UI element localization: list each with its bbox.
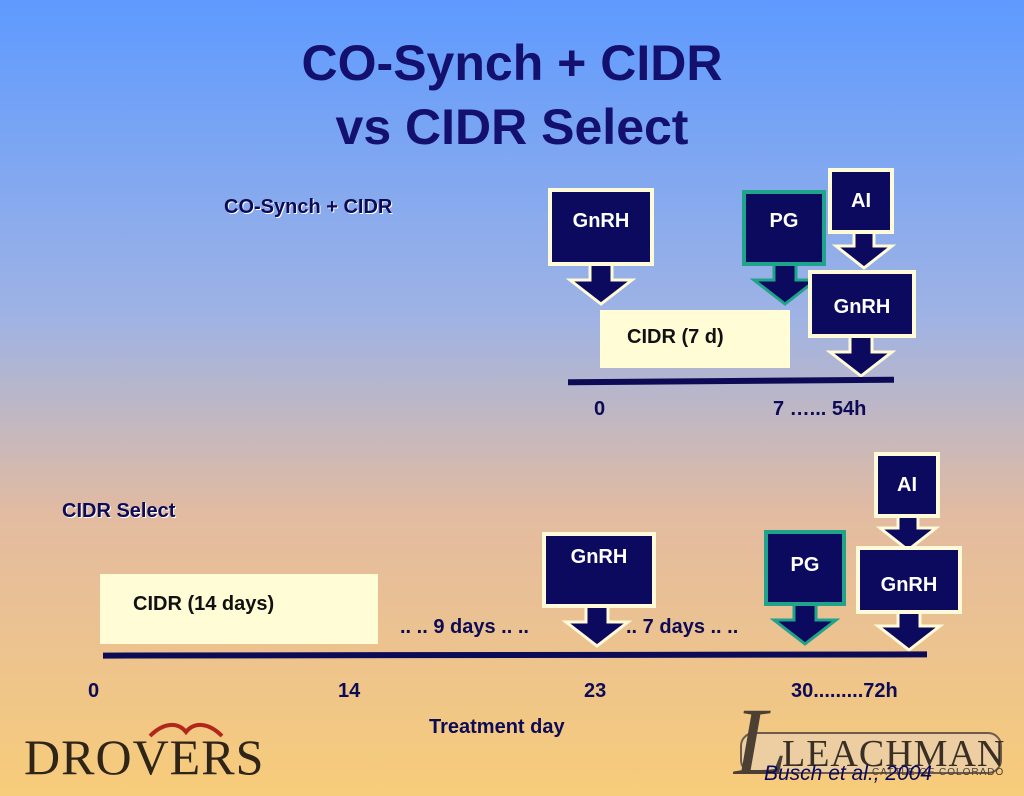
leachman-plate xyxy=(740,732,1002,774)
protocol-b-tick-14: 14 xyxy=(338,680,361,702)
cidr-14d-bar: CIDR (14 days) xyxy=(100,574,378,644)
protocol-a-timeline xyxy=(567,376,895,386)
gnrh-box: GnRH xyxy=(548,188,654,266)
slide-title-line1: CO-Synch + CIDR xyxy=(301,35,723,91)
cidr-7d-bar: CIDR (7 d) xyxy=(600,310,790,368)
gnrh-box: GnRH xyxy=(542,532,656,608)
protocol-b-tick-23: 23 xyxy=(584,680,607,702)
protocol-a-label: CO-Synch + CIDR xyxy=(224,196,393,218)
gnrh2-box: GnRH xyxy=(856,546,962,614)
drovers-logo-text: DROVERS xyxy=(24,729,265,785)
pg-box: PG xyxy=(742,190,826,266)
protocol-b-label: CIDR Select xyxy=(62,500,176,522)
ai-box: AI xyxy=(828,168,894,234)
leachman-monogram-icon: L xyxy=(734,688,788,795)
gnrh2-arrow-icon xyxy=(825,334,897,378)
pg-box: PG xyxy=(764,530,846,606)
leachman-logo-text: LEACHMAN xyxy=(782,733,1006,775)
drovers-logo: DROVERS xyxy=(24,723,265,786)
axis-label: Treatment day xyxy=(429,716,565,738)
leachman-logo-sub: CATTLE OF COLORADO xyxy=(872,767,1005,778)
citation: Busch et al., 2004 xyxy=(764,762,933,785)
protocol-b-tick-0: 0 xyxy=(88,680,100,702)
gap-9-days: .. .. 9 days .. .. xyxy=(400,616,529,638)
gap-7-days: .. 7 days .. .. xyxy=(626,616,739,638)
horns-icon xyxy=(148,723,224,738)
protocol-a-tick-start: 0 xyxy=(594,398,606,420)
gnrh-arrow-icon xyxy=(561,604,633,648)
protocol-b-timeline xyxy=(102,651,928,659)
slide-title-line2: vs CIDR Select xyxy=(335,99,689,155)
gnrh2-box: GnRH xyxy=(808,270,916,338)
gnrh-arrow-icon xyxy=(565,262,637,306)
leachman-logo: L LEACHMAN CATTLE OF COLORADO Busch et a… xyxy=(730,694,1014,792)
ai-arrow-icon xyxy=(831,230,897,270)
pg-arrow-icon xyxy=(769,602,841,646)
ai-box: AI xyxy=(874,452,940,518)
protocol-b-tick-30: 30.........72h xyxy=(791,680,898,702)
protocol-a-tick-end: 7 …... 54h xyxy=(773,398,867,420)
gnrh2-arrow-icon xyxy=(873,608,945,652)
